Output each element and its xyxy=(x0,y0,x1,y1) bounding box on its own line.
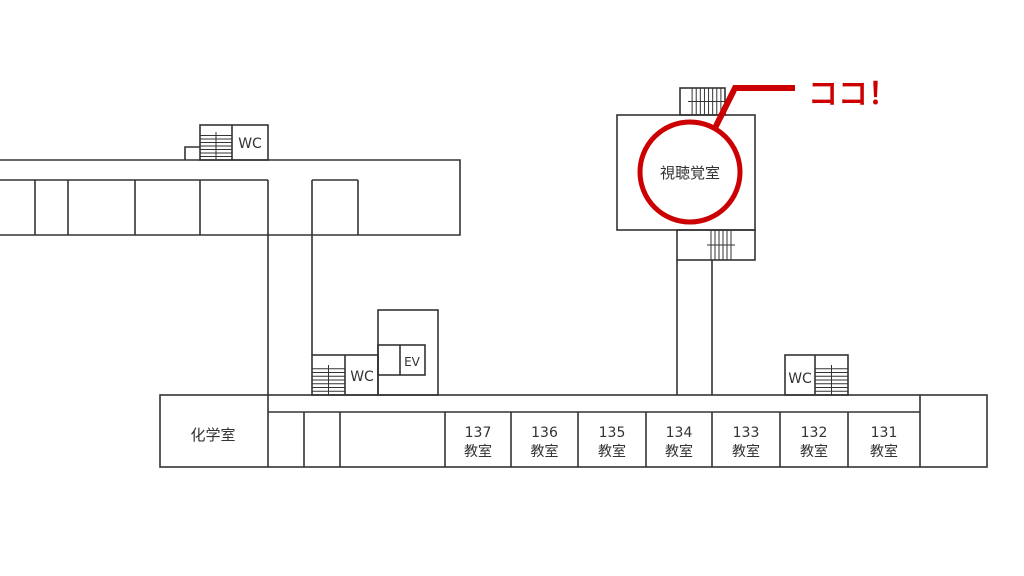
classroom-133: 133 教室 xyxy=(711,412,760,467)
wc-label-middle: WC xyxy=(350,369,374,385)
callout-marker: ココ！ xyxy=(637,77,898,225)
callout-text: ココ！ xyxy=(808,77,898,112)
stairs-icon xyxy=(200,132,232,160)
classroom-135: 135 教室 xyxy=(577,412,626,467)
classroom-label: 教室 xyxy=(870,443,898,460)
classroom-number: 134 xyxy=(666,425,693,441)
classroom-132: 132 教室 xyxy=(779,412,828,467)
chemistry-room-label: 化学室 xyxy=(190,426,235,444)
highlight-circle xyxy=(637,119,743,225)
north-wing xyxy=(0,124,461,395)
classroom-label: 教室 xyxy=(800,443,828,460)
classroom-131: 131 教室 xyxy=(847,412,898,467)
stairs-icon xyxy=(815,365,848,395)
classroom-number: 135 xyxy=(599,425,626,441)
classroom-number: 136 xyxy=(531,425,558,441)
classroom-137: 137 教室 xyxy=(444,412,492,467)
classroom-136: 136 教室 xyxy=(510,412,559,467)
wc-label-north: WC xyxy=(238,136,262,152)
classroom-label: 教室 xyxy=(598,443,626,460)
classroom-label: 教室 xyxy=(732,443,760,460)
stairs-icon xyxy=(707,230,735,260)
classroom-number: 133 xyxy=(733,425,760,441)
classroom-number: 132 xyxy=(801,425,828,441)
classroom-number: 137 xyxy=(465,425,492,441)
classroom-label: 教室 xyxy=(665,443,693,460)
classroom-label: 教室 xyxy=(464,443,492,460)
stairs-icon xyxy=(312,365,345,395)
stairs-icon xyxy=(688,88,725,115)
ev-label: EV xyxy=(404,355,421,369)
classroom-label: 教室 xyxy=(531,443,559,460)
classroom-134: 134 教室 xyxy=(645,412,693,467)
classroom-number: 131 xyxy=(871,425,898,441)
wc-label-east: WC xyxy=(788,371,812,387)
audiovisual-room-label: 視聴覚室 xyxy=(660,164,720,182)
callout-line xyxy=(711,85,795,132)
